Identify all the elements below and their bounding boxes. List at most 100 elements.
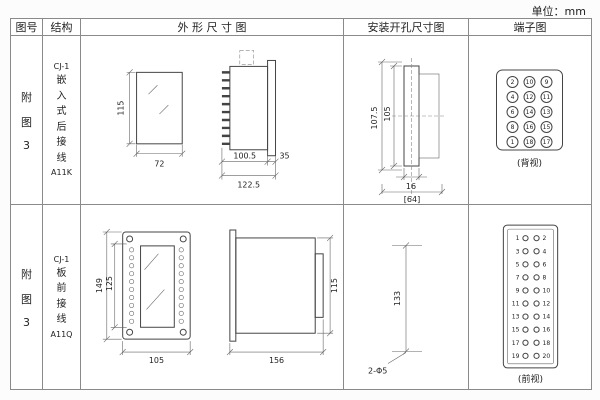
dim-outer-height: 107.5: [370, 58, 402, 174]
header-terminal-label: 端子图: [513, 21, 547, 34]
dim-text-width: 72: [154, 160, 164, 169]
dim-height: 115: [117, 69, 136, 148]
terminal-number: 11: [512, 301, 520, 308]
terminal-number: 3: [516, 248, 520, 255]
terminal-number: 15: [543, 124, 551, 131]
fig-char: 附: [21, 267, 32, 281]
header-structure-label: 结构: [50, 21, 73, 34]
terminal-caption-rear: (背视): [517, 157, 542, 169]
structure-line: A11Q: [50, 329, 73, 339]
fig-char: 3: [23, 138, 30, 152]
terminal-number: 14: [526, 109, 534, 116]
dim-depth: 100.5 35 122.5: [218, 147, 290, 189]
terminal-number: 11: [543, 94, 551, 101]
terminal-number: 4: [511, 94, 515, 101]
row1-outline-drawing: 115 72 100.5 35 122.5: [81, 36, 344, 205]
structure-line: A11K: [51, 168, 72, 177]
row2-structure: CJ-1 板 前 接 线 A11Q: [43, 205, 81, 389]
terminal-number: 18: [526, 139, 534, 146]
terminal-number: 6: [511, 109, 515, 116]
hole-note-text: 2-Φ5: [368, 367, 387, 376]
row2-fig-no: 附 图 3: [11, 205, 43, 389]
terminal-block-inner: [507, 228, 554, 365]
row2-outline-drawing: 149 125 105 156: [81, 205, 344, 389]
structure-line: 前: [56, 283, 67, 294]
unit-label: 单位：mm: [531, 5, 586, 18]
terminal-number: 2: [511, 79, 515, 86]
panel-cutout: [392, 58, 446, 198]
outline-svg-2: 149 125 105 156: [95, 228, 339, 365]
terminal-number: 10: [526, 79, 534, 86]
structure-line: CJ-1: [53, 254, 70, 264]
terminal-number: 5: [516, 261, 520, 268]
outline-svg-1: 115 72 100.5 35 122.5: [117, 50, 290, 189]
terminal-number: 19: [512, 353, 520, 360]
header-terminal: 端子图: [469, 19, 591, 36]
dim-side-height-2: 115: [317, 234, 339, 337]
dim-text-125: 125: [105, 276, 114, 291]
fig-char: 图: [21, 115, 32, 129]
dim-span: [64]: [378, 184, 446, 204]
terminal-number: 8: [543, 274, 547, 281]
header-outline: 外 形 尺 寸 图: [81, 19, 344, 36]
terminal-number: 9: [516, 287, 520, 294]
header-fig-no: 图号: [11, 19, 43, 36]
row2-mounting-drawing: 133 2-Φ5: [344, 205, 469, 389]
relay-side-view: [221, 50, 277, 157]
terminal-number: 18: [543, 340, 551, 347]
dim-width-2: 105: [119, 341, 194, 365]
terminal-number: 14: [543, 314, 551, 321]
header-fig-no-label: 图号: [15, 21, 38, 34]
terminal-number: 6: [543, 261, 547, 268]
terminal-number: 12: [543, 301, 551, 308]
terminal-number: 15: [512, 327, 520, 334]
dim-text-slot-w: 16: [406, 182, 416, 191]
dim-text-height: 115: [117, 101, 126, 116]
relay-side-view-2: [229, 229, 324, 342]
structure-line: 板: [56, 267, 67, 279]
header-outline-label: 外 形 尺 寸 图: [177, 21, 247, 34]
relay-front-view-2: [122, 231, 191, 340]
terminal-number: 8: [511, 124, 515, 131]
mounting-svg-2: 133 2-Φ5: [368, 242, 422, 376]
structure-line: 线: [56, 314, 67, 325]
dim-text-outer-h: 107.5: [370, 107, 379, 130]
hole-note: 2-Φ5: [368, 352, 407, 376]
row1-mounting-drawing: 107.5 105 16 [64]: [344, 36, 469, 205]
terminal-number: 4: [543, 248, 547, 255]
dim-text-total: 122.5: [237, 180, 260, 189]
terminal-number: 17: [512, 340, 520, 347]
terminal-block-outline: [496, 69, 563, 151]
dim-slot-width: 16: [396, 168, 427, 191]
terminal-number: 16: [526, 124, 534, 131]
dim-text-depth: 100.5: [233, 152, 256, 161]
dim-depth-2: 156: [226, 319, 327, 365]
structure-line: CJ-1: [53, 62, 70, 71]
fig-char: 图: [21, 292, 32, 306]
row1-fig-no: 附 图 3: [11, 36, 43, 205]
terminal-svg-rear: 2 10 9 4 12 11 6 14 13 8 16 15 1 18 17 (…: [496, 69, 563, 169]
terminal-number: 13: [512, 314, 520, 321]
structure-line: 入: [56, 90, 67, 102]
terminal-number: 1: [511, 139, 515, 146]
dim-text-inner-h: 105: [383, 106, 392, 121]
fig-char: 附: [21, 90, 32, 104]
dimension-table: 图号 结构 外 形 尺 寸 图 安装开孔尺寸图 端子图 附 图 3 CJ-1 嵌…: [10, 18, 592, 390]
dim-text-span: [64]: [404, 195, 420, 204]
structure-line: 嵌: [56, 75, 67, 86]
terminal-number: 13: [543, 109, 551, 116]
terminal-number: 9: [545, 79, 549, 86]
dim-text-156: 156: [269, 356, 284, 365]
dim-inner-height: 105: [383, 62, 402, 170]
hole-spacing-dim: 133: [392, 242, 422, 355]
dim-text-133: 133: [393, 291, 402, 306]
structure-line: 接: [56, 137, 67, 148]
dim-text-115b: 115: [330, 278, 339, 293]
dim-inner-height-2: 125: [105, 240, 127, 331]
fig-char: 3: [23, 315, 30, 329]
dim-text-105: 105: [149, 356, 164, 365]
terminal-circles-rear: 2 10 9 4 12 11 6 14 13 8 16 15 1 18 17: [506, 76, 553, 148]
